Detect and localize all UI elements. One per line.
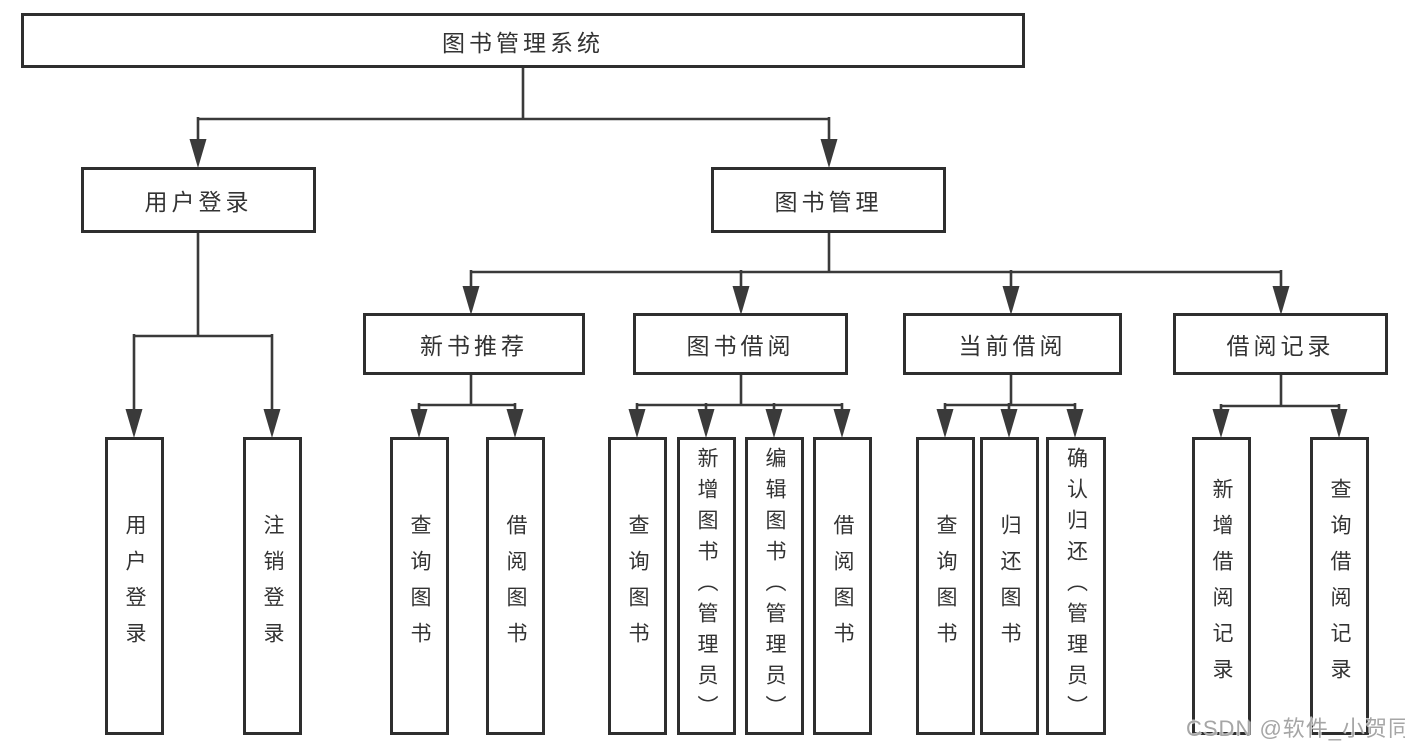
arrow-down-icon [833, 409, 851, 438]
leaf-borrow-books: 借阅图书 [486, 437, 545, 735]
arrow-down-icon [732, 286, 750, 315]
arrow-down-icon [1272, 286, 1290, 315]
leaf-label: 新增图书（管理员） [695, 446, 718, 726]
arrow-down-icon [820, 139, 838, 168]
leaf-label: 注销登录 [261, 514, 284, 658]
arrow-down-icon [1330, 409, 1348, 438]
node-borrowing-records: 借阅记录 [1173, 313, 1388, 375]
arrow-down-icon [125, 409, 143, 438]
leaf-label: 确认归还（管理员） [1064, 446, 1088, 726]
leaf-label: 查询图书 [626, 514, 649, 658]
arrow-down-icon [263, 409, 281, 438]
connector-current-borrow-to-leaves [936, 373, 1084, 438]
leaf-user-login: 用户登录 [105, 437, 164, 735]
arrow-down-icon [1066, 409, 1084, 438]
node-new-book-recommendation: 新书推荐 [363, 313, 585, 375]
leaf-confirm-return-admin: 确认归还（管理员） [1046, 437, 1106, 735]
leaf-query-books: 查询图书 [608, 437, 667, 735]
leaf-label: 借阅图书 [504, 514, 527, 658]
leaf-query-borrow-record: 查询借阅记录 [1310, 437, 1369, 735]
leaf-query-books: 查询图书 [916, 437, 975, 735]
leaf-query-books: 查询图书 [390, 437, 449, 735]
arrow-down-icon [1000, 409, 1018, 438]
leaf-label: 查询图书 [408, 514, 431, 658]
connector-user-login-to-leaves [125, 231, 281, 438]
node-current-borrowing: 当前借阅 [903, 313, 1122, 375]
connector-book-borrow-to-leaves [628, 373, 851, 438]
arrow-down-icon [697, 409, 715, 438]
node-book-borrowing: 图书借阅 [633, 313, 848, 375]
leaf-borrow-books: 借阅图书 [813, 437, 872, 735]
node-book-management-branch: 图书管理 [711, 167, 946, 233]
connector-root-to-level2 [189, 66, 838, 168]
leaf-label: 借阅图书 [831, 514, 854, 658]
arrow-down-icon [410, 409, 428, 438]
leaf-logout: 注销登录 [243, 437, 302, 735]
leaf-label: 归还图书 [998, 514, 1021, 658]
node-library-management-system: 图书管理系统 [21, 13, 1025, 68]
leaf-label: 查询借阅记录 [1328, 478, 1351, 694]
connector-new-book-to-leaves [410, 373, 524, 438]
leaf-add-books-admin: 新增图书（管理员） [677, 437, 736, 735]
arrow-down-icon [506, 409, 524, 438]
arrow-down-icon [462, 286, 480, 315]
node-user-login-branch: 用户登录 [81, 167, 316, 233]
leaf-add-borrow-record: 新增借阅记录 [1192, 437, 1251, 735]
leaf-return-books: 归还图书 [980, 437, 1039, 735]
arrow-down-icon [1212, 409, 1230, 438]
leaf-label: 用户登录 [123, 514, 146, 658]
leaf-label: 查询图书 [934, 514, 957, 658]
connector-book-management-to-level3 [462, 231, 1290, 315]
arrow-down-icon [936, 409, 954, 438]
leaf-edit-books-admin: 编辑图书（管理员） [745, 437, 804, 735]
arrow-down-icon [1002, 286, 1020, 315]
arrow-down-icon [765, 409, 783, 438]
csdn-watermark: CSDN @软件_小贺同学 [1186, 716, 1405, 741]
leaf-label: 新增借阅记录 [1210, 478, 1233, 694]
arrow-down-icon [189, 139, 207, 168]
arrow-down-icon [628, 409, 646, 438]
leaf-label: 编辑图书（管理员） [763, 446, 786, 726]
connector-borrow-records-to-leaves [1212, 373, 1348, 438]
